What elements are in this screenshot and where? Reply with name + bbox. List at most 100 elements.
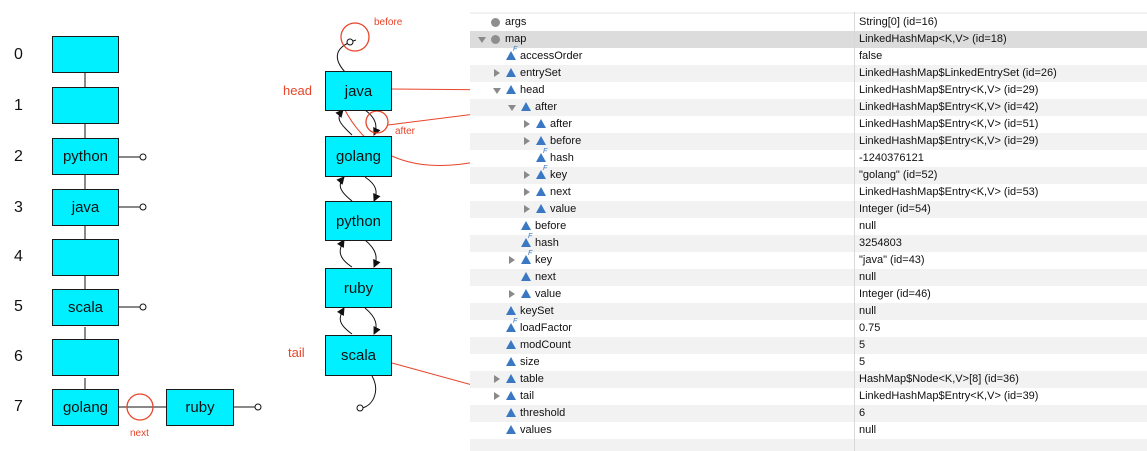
- expand-right-icon[interactable]: [494, 392, 500, 400]
- field-icon: [506, 340, 516, 349]
- variable-value: false: [859, 50, 883, 62]
- variable-row[interactable]: value Integer (id=54): [470, 201, 1147, 218]
- variable-row[interactable]: values null: [470, 422, 1147, 439]
- field-icon: [506, 68, 516, 77]
- variable-name: value: [535, 288, 562, 300]
- field-icon: [506, 425, 516, 434]
- variable-name: before: [550, 135, 582, 147]
- linked-node: java: [325, 71, 392, 111]
- before-highlight-circle: [340, 22, 370, 52]
- variable-value: 5: [859, 339, 866, 351]
- variable-name: accessOrder: [520, 50, 583, 62]
- field-icon: [506, 85, 516, 94]
- expand-right-icon[interactable]: [524, 205, 530, 213]
- variable-value: null: [859, 220, 877, 232]
- before-label: before: [374, 17, 403, 28]
- variable-name: key: [550, 169, 568, 181]
- expand-down-icon[interactable]: [508, 105, 516, 111]
- field-icon: F: [536, 165, 547, 179]
- field-icon: F: [506, 318, 517, 332]
- column-divider[interactable]: [854, 12, 855, 451]
- bucket-box: python: [52, 138, 119, 175]
- variable-name: next: [550, 186, 571, 198]
- variable-value: LinkedHashMap$Entry<K,V> (id=42): [859, 101, 1039, 113]
- bucket-index: 6: [14, 348, 23, 365]
- expand-right-icon[interactable]: [494, 69, 500, 77]
- field-icon: F: [521, 250, 532, 264]
- head-label: head: [283, 83, 312, 98]
- variable-value: 5: [859, 356, 866, 368]
- bucket-index: 5: [14, 298, 23, 315]
- variable-value: LinkedHashMap$Entry<K,V> (id=51): [859, 118, 1039, 130]
- bucket-index: 0: [14, 46, 23, 63]
- bucket-index: 1: [14, 97, 23, 114]
- variable-value: -1240376121: [859, 152, 924, 164]
- expand-right-icon[interactable]: [524, 171, 530, 179]
- variable-name: loadFactor: [520, 322, 572, 334]
- final-modifier-icon: F: [513, 46, 518, 53]
- bucket-box: [52, 239, 119, 276]
- variable-value: LinkedHashMap$Entry<K,V> (id=29): [859, 84, 1039, 96]
- bucket-box: [52, 87, 119, 124]
- field-icon: [506, 374, 516, 383]
- field-icon: [506, 306, 516, 315]
- variable-value: 0.75: [859, 322, 881, 334]
- gear-icon: [491, 35, 500, 44]
- final-modifier-icon: F: [513, 318, 518, 325]
- variable-value: null: [859, 424, 877, 436]
- variable-value: null: [859, 271, 877, 283]
- variable-name: key: [535, 254, 553, 266]
- variable-value: String[0] (id=16): [859, 16, 938, 28]
- linked-node: golang: [325, 136, 392, 177]
- gear-icon: [491, 18, 500, 27]
- variable-name: value: [550, 203, 577, 215]
- expand-right-icon[interactable]: [524, 188, 530, 196]
- variable-value: 6: [859, 407, 866, 419]
- expand-right-icon[interactable]: [509, 290, 515, 298]
- expand-right-icon[interactable]: [494, 375, 500, 383]
- final-modifier-icon: F: [543, 165, 548, 172]
- expand-right-icon[interactable]: [524, 137, 530, 145]
- expand-down-icon[interactable]: [493, 88, 501, 94]
- bucket-box: java: [52, 189, 119, 226]
- expand-down-icon[interactable]: [478, 37, 486, 43]
- field-icon: F: [506, 46, 517, 60]
- variable-name: hash: [535, 237, 559, 249]
- field-icon: [506, 408, 516, 417]
- field-icon: [536, 204, 546, 213]
- field-icon: [521, 221, 531, 230]
- variable-name: table: [520, 373, 544, 385]
- bucket-box: [52, 339, 119, 376]
- variable-value: 3254803: [859, 237, 902, 249]
- field-icon: [521, 102, 531, 111]
- variable-name: values: [520, 424, 552, 436]
- variable-name: map: [505, 33, 527, 45]
- variable-value: Integer (id=54): [859, 203, 931, 215]
- field-icon: F: [521, 233, 532, 247]
- expand-right-icon[interactable]: [524, 120, 530, 128]
- expand-right-icon[interactable]: [509, 256, 515, 264]
